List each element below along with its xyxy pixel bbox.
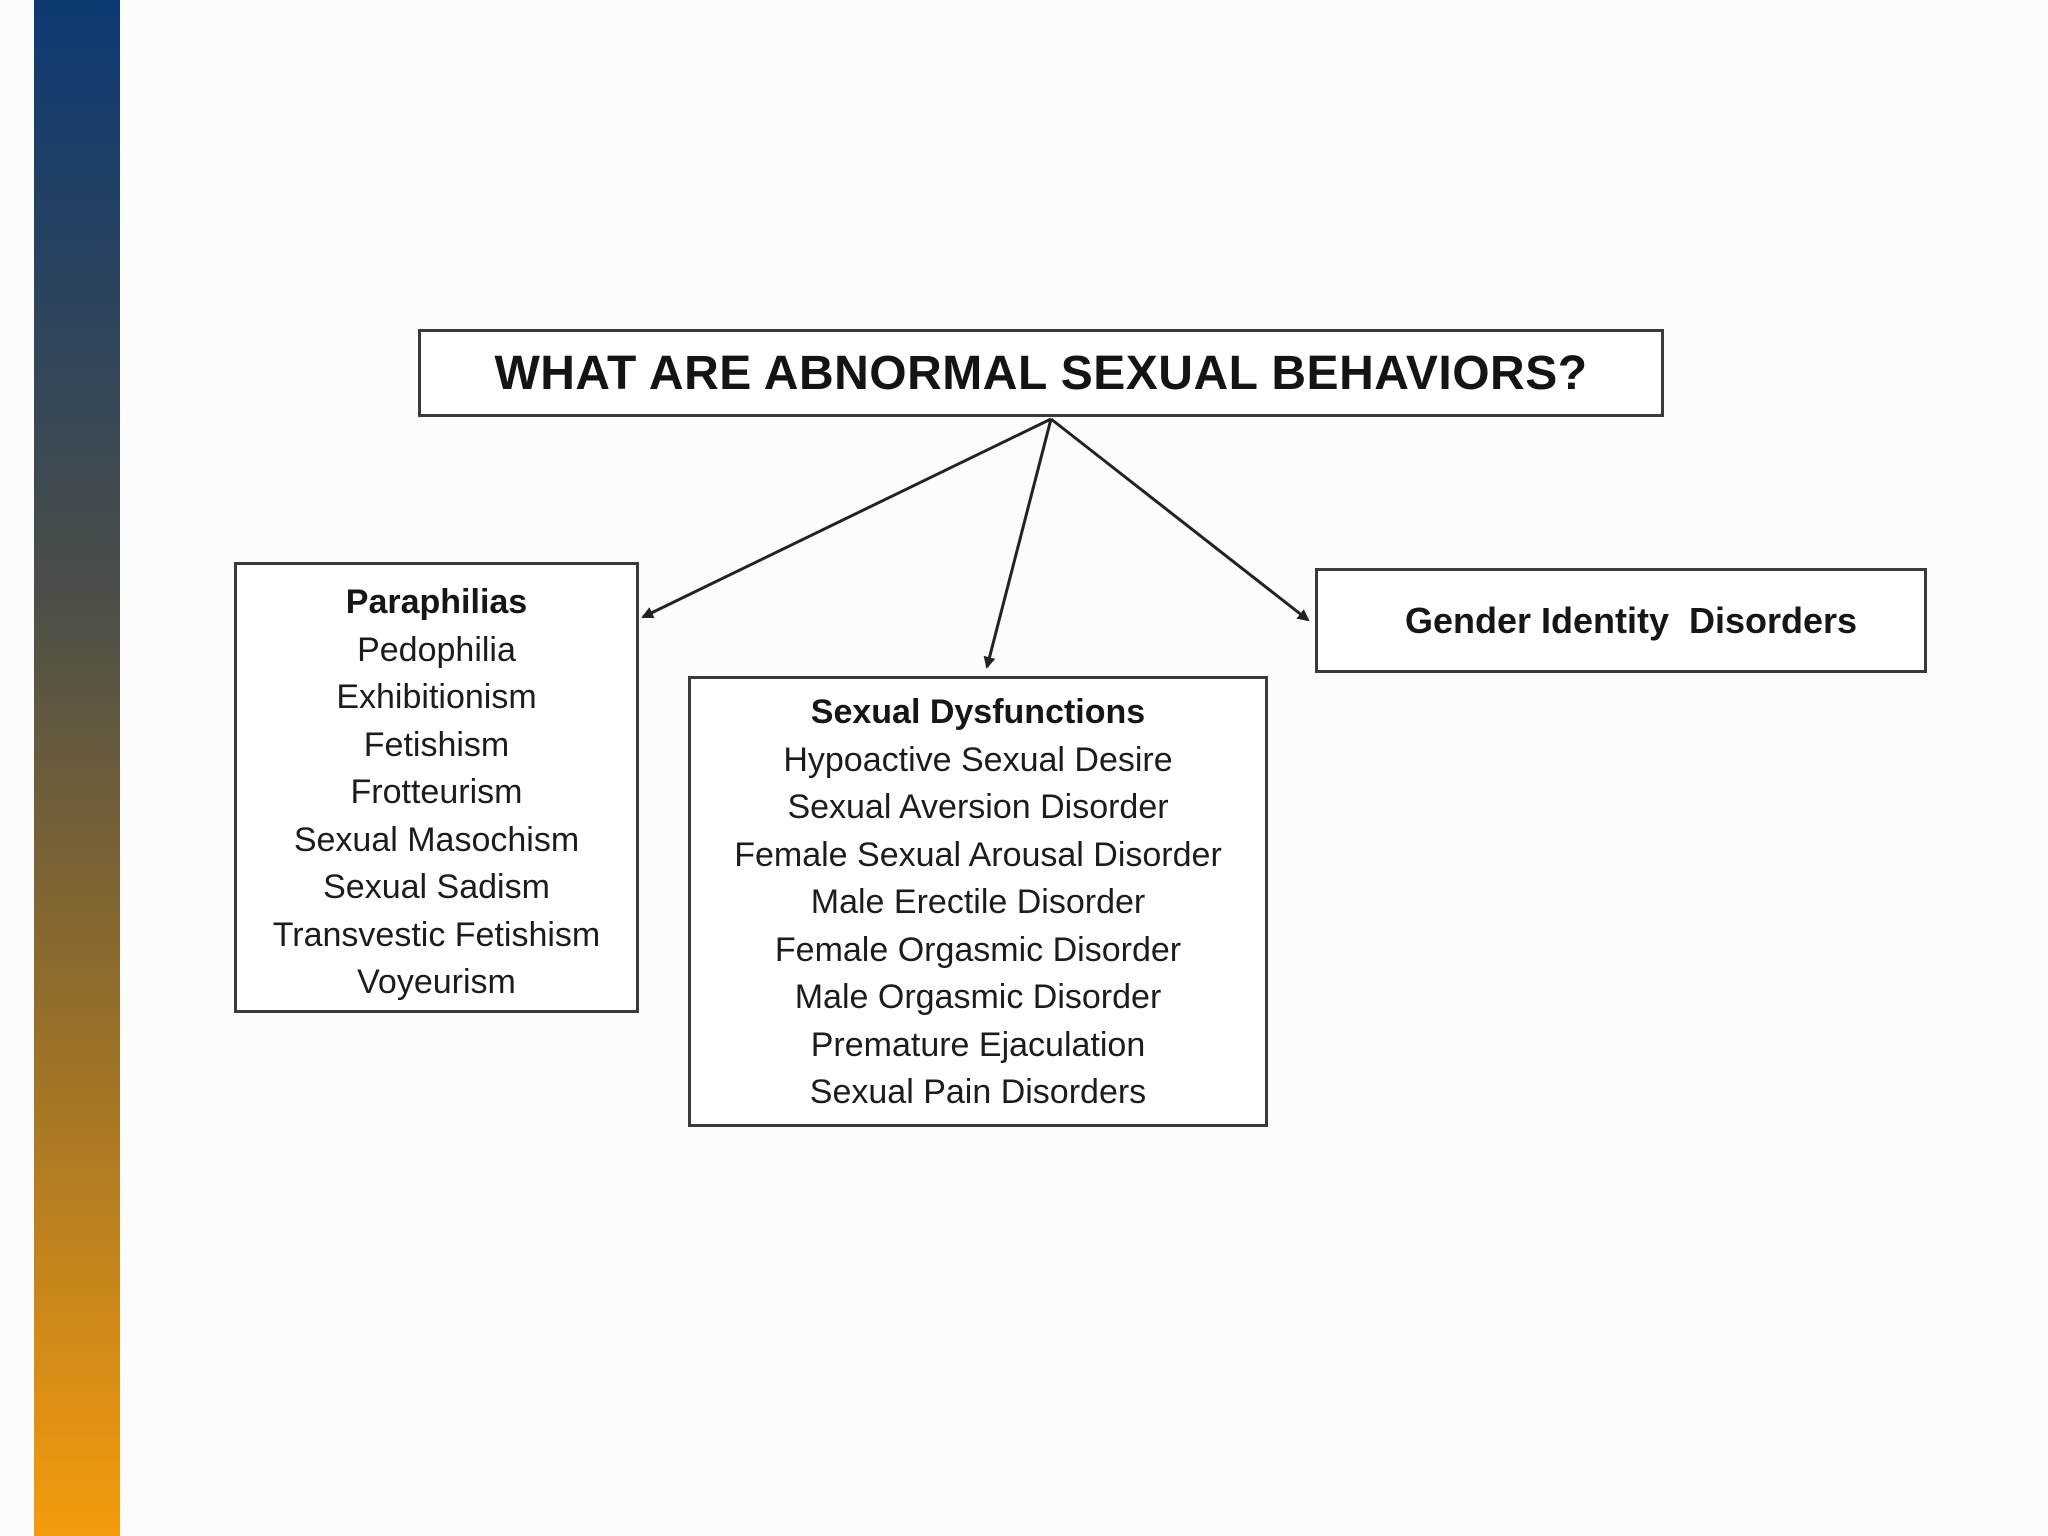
paraphilias-item: Fetishism [363,725,510,764]
paraphilias-item: Transvestic Fetishism [272,915,601,954]
dysfunctions-item: Male Orgasmic Disorder [794,978,1162,1016]
dysfunctions-item: Male Erectile Disorder [810,883,1146,921]
paraphilias-item: Sexual Masochism [293,820,580,859]
paraphilias-item: Voyeurism [357,963,516,1001]
arrow-to-dysfunctions [983,418,1053,669]
dysfunctions-item: Hypoactive Sexual Desire [783,740,1173,779]
dysfunctions-heading: Sexual Dysfunctions [810,693,1146,731]
sexual-dysfunctions-box: Sexual Dysfunctions Hypoactive Sexual De… [688,676,1268,1127]
paraphilias-box: Paraphilias Pedophilia Exhibitionism Fet… [234,562,639,1013]
paraphilias-item: Exhibitionism [336,678,537,716]
gender-identity-box: Gender Identity Disorders [1315,568,1927,673]
dysfunctions-item: Female Sexual Arousal Disorder [734,835,1222,874]
dysfunctions-item: Sexual Pain Disorders [809,1073,1147,1111]
dysfunctions-item: Premature Ejaculation [810,1025,1146,1064]
paraphilias-item: Pedophilia [357,630,516,669]
gender-identity-label: Gender Identity Disorders [1404,599,1858,641]
title-box: WHAT ARE ABNORMAL SEXUAL BEHAVIORS? [418,329,1664,417]
dysfunctions-item: Sexual Aversion Disorder [787,788,1169,826]
dysfunctions-item: Female Orgasmic Disorder [774,930,1182,969]
side-accent-bar [34,0,120,1536]
arrow-to-paraphilias [641,417,1052,619]
paraphilias-heading: Paraphilias [345,583,528,621]
paraphilias-item: Sexual Sadism [323,868,550,906]
paraphilias-item: Frotteurism [350,773,523,811]
arrow-to-gender-identity [1050,417,1310,622]
diagram-title: WHAT ARE ABNORMAL SEXUAL BEHAVIORS? [494,346,1588,400]
